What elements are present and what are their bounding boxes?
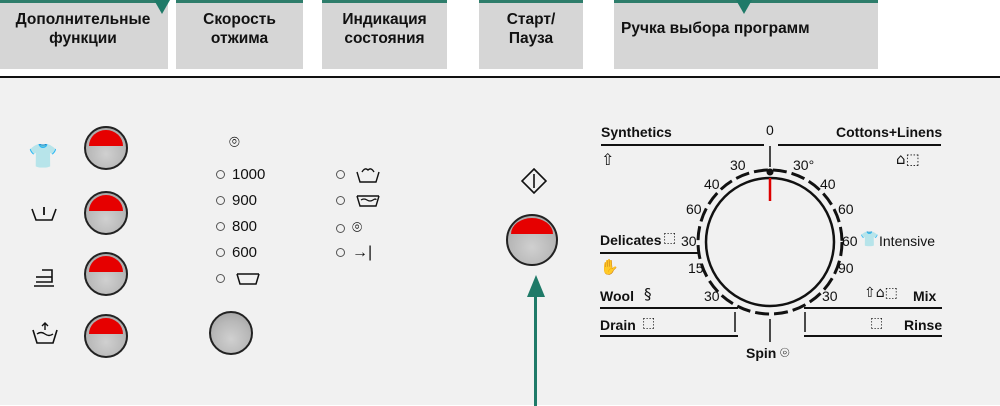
delicates-icon: ⬚ [663,230,677,246]
dial-temp-delicates: 30 [681,233,697,249]
tab-start-pause: Старт/ Пауза [479,0,583,69]
tab-line1: Скорость [203,11,276,28]
dial-label-mix: Mix [913,288,937,304]
divider [601,144,764,146]
pointer-arrow-icon [736,0,752,14]
divider [0,76,1000,78]
divider [804,335,942,337]
spin-option-1000[interactable]: 1000 [216,166,265,183]
dial-temp-mix: 30 [822,288,838,304]
tab-line1: Дополнительные [15,11,151,28]
divider [600,307,738,309]
control-panel: 👕 ⌾ 1000 900 800 600 ⌾ →| [0,78,1000,406]
divider [804,307,942,309]
mix-icons: ⇧⌂⬚ [864,285,898,301]
dial-temp-r90: 90 [838,260,854,276]
tab-status-indication: Индикация состояния [322,0,447,69]
iron-button[interactable] [84,252,128,296]
program-dial[interactable] [600,122,950,372]
spin-option-900[interactable]: 900 [216,192,257,209]
tab-line2: состояния [344,30,425,47]
dial-temp-l15: 15 [688,260,704,276]
tab-additional-functions: Дополнительные функции [0,0,168,69]
dial-label-cottons-linens: Cottons+Linens [836,124,943,140]
tab-line2: Пауза [508,30,554,47]
dial-label-synthetics: Synthetics [601,124,672,140]
tab-line1: Ручка выбора программ [621,20,810,37]
dial-temp-wool: 30 [704,288,720,304]
pre-stain-icon: 👕 [28,142,58,170]
dial-temp-r40: 40 [820,176,836,192]
dial-temp-r30: 30° [793,157,815,173]
divider [778,144,941,146]
status-end: →| [336,244,372,262]
intensive-icon: 👕 [860,230,879,248]
spin-dial-icon: ⌾ [780,343,790,362]
status-prewash [336,166,380,184]
divider [600,252,700,254]
start-pause-icon [520,167,548,198]
spin-icon: ⌾ [229,132,240,153]
cottons-icon: ⌂⬚ [896,150,920,168]
tab-spin-speed: Скорость отжима [176,0,303,69]
spin-speed-button[interactable] [209,311,253,355]
rinse-icon: ⬚ [870,315,884,331]
rinse-plus-icon [30,322,60,350]
dial-temp-0: 0 [766,122,774,138]
start-pause-button[interactable] [506,214,558,266]
status-wash [336,192,380,209]
pointer-arrow-icon [154,0,170,14]
start-pointer-arrow-icon [527,275,545,297]
dial-label-drain: Drain [600,317,636,333]
pre-stain-button[interactable] [84,126,128,170]
dial-temp-r60: 60 [838,201,854,217]
dial-temp-l30: 30 [730,157,746,173]
dial-temp-l60: 60 [686,201,702,217]
iron-icon [32,264,56,292]
spin-option-600[interactable]: 600 [216,244,257,261]
tab-line1: Индикация [342,11,427,28]
easy-iron-icon [30,205,58,227]
divider [600,335,738,337]
tab-line2: функции [49,30,117,47]
status-spin: ⌾ [336,218,362,238]
dial-temp-intensive: 60 [842,233,858,249]
easy-iron-button[interactable] [84,191,128,235]
wool-icon: § [644,285,652,303]
dial-temp-l40: 40 [704,176,720,192]
drain-icon: ⬚ [642,315,656,331]
dial-label-rinse: Rinse [904,317,943,333]
synthetics-icon: ⇧ [601,150,615,169]
dial-label-delicates: Delicates [600,232,662,248]
spin-option-no-spin[interactable] [216,270,260,287]
function-labels-bar: Дополнительные функции Скорость отжима И… [0,0,1000,78]
tab-line1: Старт/ [506,11,556,28]
pointer-line [534,296,537,406]
dial-label-wool: Wool [600,288,634,304]
rinse-plus-button[interactable] [84,314,128,358]
dial-label-spin: Spin [746,345,777,361]
tab-line2: отжима [210,30,269,47]
handwash-icon: ✋ [600,258,619,276]
dial-label-intensive: Intensive [879,233,936,249]
spin-option-800[interactable]: 800 [216,218,257,235]
